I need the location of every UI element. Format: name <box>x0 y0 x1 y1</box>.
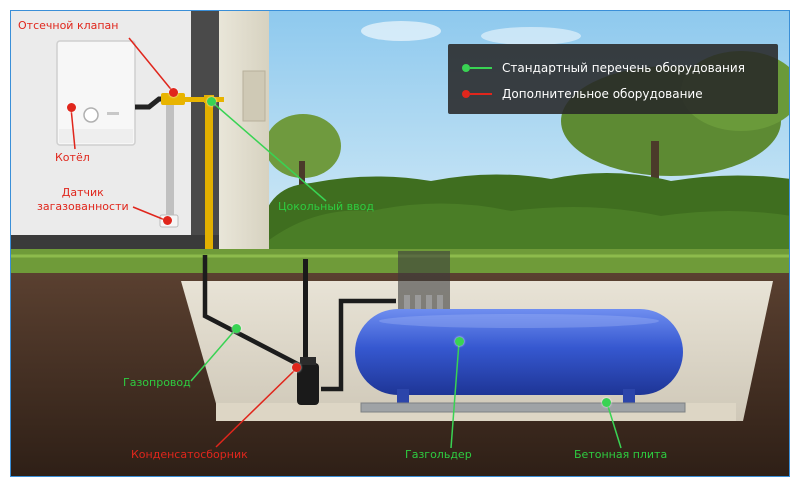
legend-item-additional: Дополнительное оборудование <box>462 87 703 101</box>
shutoff-valve-label: Отсечной клапан <box>18 19 119 32</box>
legend-additional-line <box>470 93 492 95</box>
diagram-frame: Отсечной клапан Котёл Датчик загазованно… <box>10 10 790 477</box>
legend-standard-label: Стандартный перечень оборудования <box>502 61 745 75</box>
concrete-slab-label: Бетонная плита <box>574 448 668 461</box>
legend-standard-dot <box>462 64 470 72</box>
gas-pipe-marker <box>232 324 241 333</box>
concrete-slab-marker <box>602 398 611 407</box>
legend-standard-line <box>470 67 492 69</box>
plinth-input-marker <box>207 97 216 106</box>
gas-holder-marker <box>455 337 464 346</box>
shutoff-valve-marker <box>169 88 178 97</box>
condensate-collector-marker <box>292 363 301 372</box>
tree-left <box>265 114 341 178</box>
boiler-label: Котёл <box>55 151 90 164</box>
leader-lines <box>70 37 622 449</box>
plinth-input-label: Цокольный ввод <box>278 200 374 213</box>
concrete-slab <box>360 402 686 413</box>
boiler-marker <box>67 103 76 112</box>
tank-riser <box>398 251 450 309</box>
condensate-collector-label: Конденсатосборник <box>131 448 248 461</box>
gas-holder-label: Газгольдер <box>405 448 472 461</box>
gas-sensor-marker <box>163 216 172 225</box>
legend-additional-label: Дополнительное оборудование <box>502 87 703 101</box>
gas-pipe-label: Газопровод <box>123 376 191 389</box>
gas-holder-tank <box>355 309 683 405</box>
legend-additional-dot <box>462 90 470 98</box>
boiler-unit <box>56 40 136 146</box>
legend-item-standard: Стандартный перечень оборудования <box>462 61 745 75</box>
legend: Стандартный перечень оборудования Дополн… <box>448 44 778 114</box>
condensate-collector-device <box>297 259 319 405</box>
gas-sensor-label: Датчик загазованности <box>37 186 129 213</box>
